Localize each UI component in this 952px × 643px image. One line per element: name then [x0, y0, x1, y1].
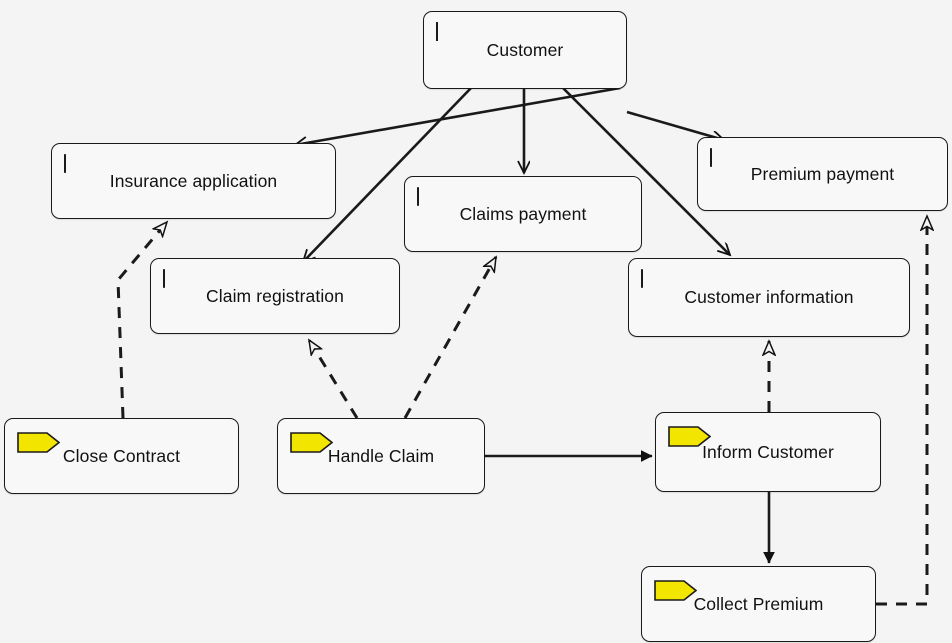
business-process-icon [668, 424, 711, 449]
business-process-icon [654, 578, 697, 603]
node-inform-customer[interactable]: Inform Customer [655, 412, 881, 492]
node-collect-premium[interactable]: Collect Premium [641, 566, 876, 642]
application-service-icon [163, 269, 165, 288]
node-label: Customer information [684, 287, 854, 307]
node-label: Handle Claim [327, 445, 435, 466]
node-claims-payment[interactable]: Claims payment [404, 176, 642, 252]
business-process-icon [17, 430, 60, 455]
node-handle-claim[interactable]: Handle Claim [277, 418, 485, 494]
application-service-icon [64, 154, 66, 173]
business-object-icon [436, 22, 438, 41]
edge-customer-to-insurance-application [295, 86, 621, 145]
node-insurance-application[interactable]: Insurance application [51, 143, 336, 219]
business-object-icon [641, 269, 643, 288]
node-customer[interactable]: Customer [423, 11, 627, 89]
node-label: Premium payment [750, 163, 895, 184]
edge-customer-to-premium-payment [626, 110, 724, 140]
edge-handle-claim-to-claims-payment [403, 257, 498, 419]
business-process-icon [290, 430, 333, 455]
node-label: Claim registration [206, 285, 344, 306]
application-service-icon [710, 148, 712, 167]
node-close-contract[interactable]: Close Contract [4, 418, 239, 494]
node-label: Inform Customer [702, 441, 834, 462]
node-label: Insurance application [109, 170, 278, 191]
node-customer-information[interactable]: Customer information [628, 258, 910, 337]
node-label: Customer [486, 39, 564, 60]
node-claim-registration[interactable]: Claim registration [150, 258, 400, 334]
business-service-icon [417, 187, 419, 206]
edge-handle-claim-to-claim-registration [307, 340, 359, 419]
node-premium-payment[interactable]: Premium payment [697, 137, 948, 211]
node-label: Collect Premium [693, 593, 824, 614]
node-label: Claims payment [459, 203, 587, 224]
node-label: Close Contract [62, 445, 181, 466]
